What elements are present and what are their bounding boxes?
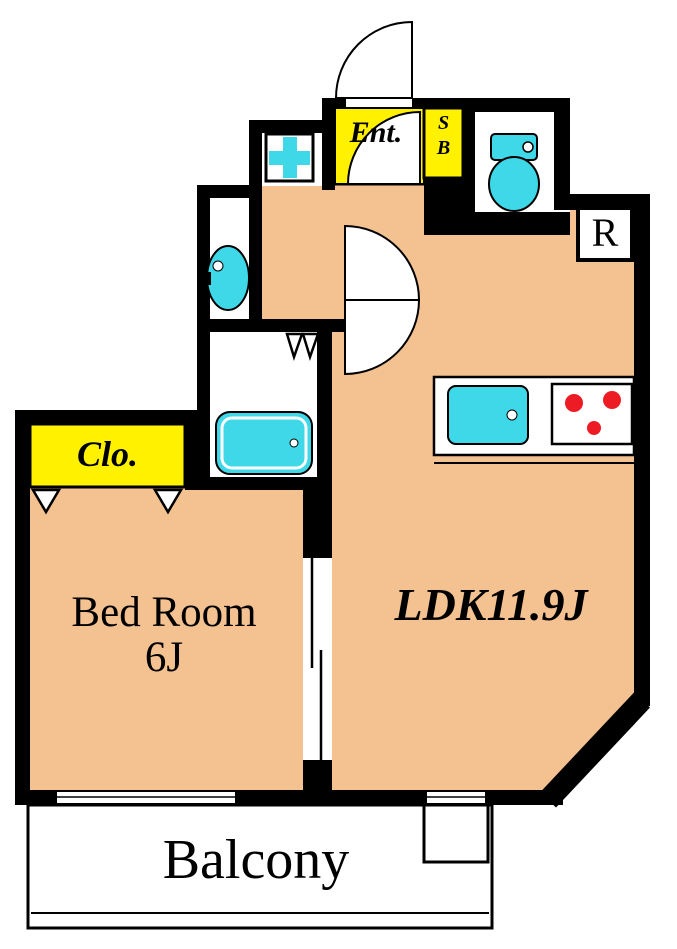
sliding-door	[305, 558, 330, 760]
closet-marker	[30, 488, 62, 515]
ldk-door-swing-arc-upper	[344, 224, 421, 301]
balcony-outline	[26, 803, 494, 930]
closet-label: Clo.	[76, 434, 138, 474]
stove-burner	[565, 394, 583, 412]
stove-burner	[603, 391, 621, 409]
wall-segment	[634, 194, 650, 706]
hall-door-swing-arc	[346, 110, 421, 185]
ldk-window	[425, 790, 487, 805]
ldk-label: LDK11.9J	[394, 579, 588, 630]
wall-segment	[303, 760, 332, 803]
washbasin-drain	[212, 260, 224, 272]
washbasin-icon	[203, 245, 250, 311]
bathtub-outer	[215, 411, 313, 475]
wall-segment	[322, 98, 335, 190]
chamfer-wall	[539, 692, 651, 808]
wall-segment	[197, 185, 210, 490]
pan-cross-horizontal	[269, 151, 310, 165]
closet-marker	[152, 488, 184, 515]
bathtub-icon	[215, 411, 313, 475]
folding-door-marker	[301, 332, 320, 362]
closet-area	[28, 422, 187, 489]
wall-segment	[197, 319, 345, 332]
wall-segment	[303, 490, 332, 558]
kitchen-sink-drain	[506, 409, 518, 421]
balcony	[26, 803, 494, 930]
bedroom-size: 6J	[144, 634, 184, 682]
toilet-icon	[488, 133, 540, 212]
wall-segment	[15, 410, 207, 424]
stove-icon	[550, 382, 634, 446]
washing-machine-pan-icon	[264, 132, 315, 183]
bathtub-drain	[289, 438, 299, 448]
shoe-box-label-line2: B	[436, 137, 451, 159]
entrance-label: Ent.	[349, 116, 403, 149]
balcony-label: Balcony	[162, 829, 350, 891]
bedroom-name: Bed Room	[71, 589, 257, 636]
bedroom-window	[55, 790, 237, 805]
washbasin-bowl	[206, 245, 250, 311]
ldk-door-swing-arc-lower	[344, 299, 421, 376]
refrigerator-space	[576, 206, 634, 262]
washbasin-faucet	[203, 272, 211, 285]
wall-segment	[185, 477, 332, 490]
refrigerator-label: R	[591, 210, 619, 255]
ldk-floor	[332, 210, 634, 790]
wall-segment	[462, 212, 570, 235]
closet-marker-triangles	[30, 488, 184, 515]
toilet-bowl	[488, 156, 540, 212]
wall-segment	[249, 120, 262, 332]
bathroom-door-marker	[285, 332, 320, 362]
wall-segment	[15, 410, 30, 805]
folding-door-marker	[285, 332, 304, 362]
bedroom-label: Bed Room 6J	[36, 590, 292, 680]
shoe-box-label: S B	[424, 111, 463, 161]
walls	[15, 98, 651, 808]
wall-segment	[317, 319, 332, 490]
kitchen-counter	[432, 375, 636, 464]
shoe-box-label-line1: S	[437, 112, 450, 134]
corridor-floor	[262, 186, 332, 319]
kitchen-sink-icon	[447, 385, 529, 445]
entrance-door-swing-arc	[334, 20, 413, 99]
stove-burner	[587, 421, 601, 435]
bathtub-inner-rim	[220, 416, 308, 470]
toilet-button	[522, 141, 534, 153]
sliding-door-track	[305, 558, 330, 760]
doors	[334, 20, 421, 376]
stove-frame	[550, 382, 634, 446]
wall-segment	[197, 185, 262, 198]
shoe-box	[422, 106, 465, 180]
wall-segment	[554, 98, 570, 210]
wall-segment	[249, 120, 339, 133]
